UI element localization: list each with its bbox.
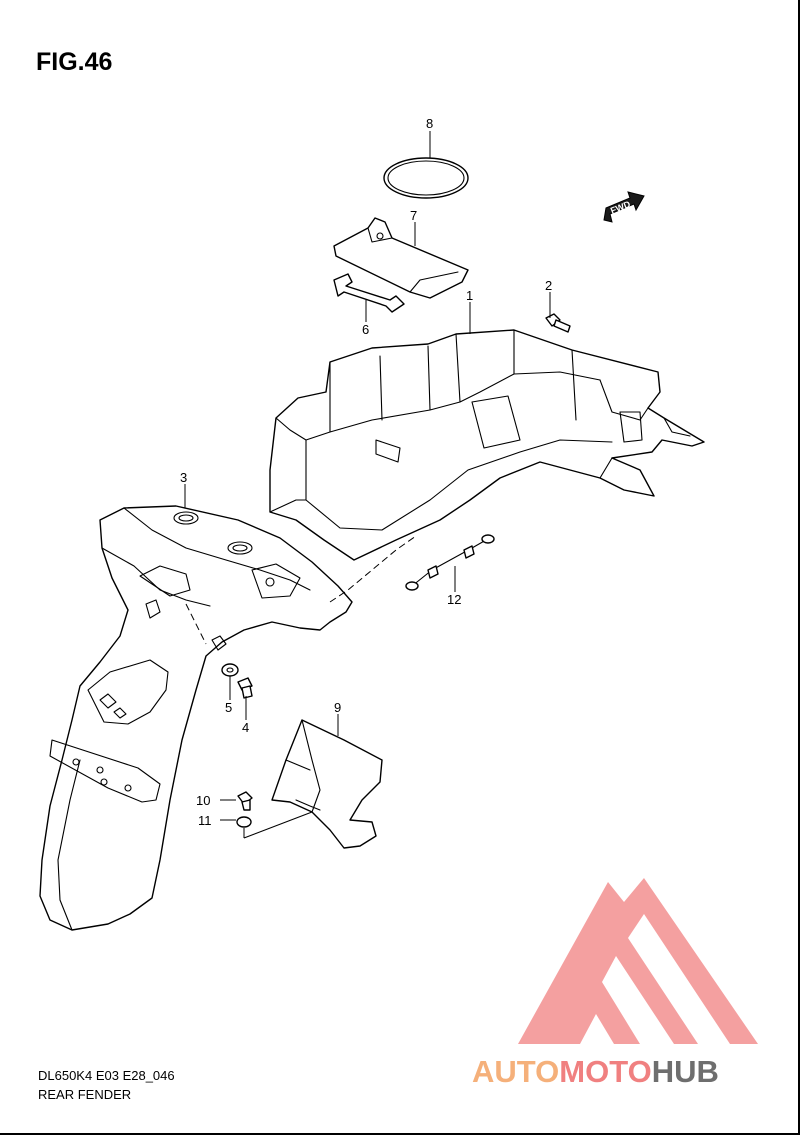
fwd-label: FWD	[609, 199, 632, 216]
callout-4: 4	[242, 720, 249, 735]
part-5-washer[interactable]	[221, 663, 239, 677]
part-12-cable[interactable]	[405, 534, 495, 591]
part-3-front-fender[interactable]	[39, 505, 353, 931]
callout-9: 9	[334, 700, 341, 715]
callout-7: 7	[410, 208, 417, 223]
svg-text:AUTOMOTOHUB: AUTOMOTOHUB	[472, 1054, 719, 1089]
callout-12: 12	[447, 592, 461, 607]
callout-6: 6	[362, 322, 369, 337]
callout-3: 3	[180, 470, 187, 485]
callout-8: 8	[426, 116, 433, 131]
fwd-arrow-icon: FWD	[603, 191, 645, 223]
footer-name: REAR FENDER	[38, 1087, 132, 1102]
watermark-hub: HUB	[652, 1054, 719, 1089]
callout-5: 5	[225, 700, 232, 715]
callout-10: 10	[196, 793, 210, 808]
part-1-rear-fender-tray[interactable]	[269, 329, 705, 561]
part-9-mud-guard[interactable]	[271, 719, 383, 849]
footer: DL650K4 E03 E28_046 REAR FENDER	[38, 1066, 175, 1104]
part-6-wrench[interactable]	[333, 273, 405, 313]
callout-1: 1	[466, 288, 473, 303]
part-11-washer[interactable]	[236, 816, 252, 828]
watermark-triangle-icon	[518, 878, 758, 1044]
callout-2: 2	[545, 278, 552, 293]
callout-numbers: 8 7 6 1 2 3 12 5 4 9 10 11	[180, 116, 552, 828]
watermark-auto: AUTO	[472, 1054, 559, 1089]
part-10-bolt[interactable]	[237, 791, 253, 811]
part-4-screw[interactable]	[237, 677, 253, 699]
watermark-logo: AUTOMOTOHUB	[472, 878, 758, 1089]
callout-11: 11	[198, 813, 212, 828]
part-8-band[interactable]	[383, 157, 469, 199]
footer-code: DL650K4 E03 E28_046	[38, 1068, 175, 1083]
part-7-tool-bag[interactable]	[333, 217, 469, 299]
watermark-moto: MOTO	[559, 1054, 651, 1089]
leader-lines	[184, 131, 551, 839]
figure-title: FIG.46	[36, 48, 113, 76]
